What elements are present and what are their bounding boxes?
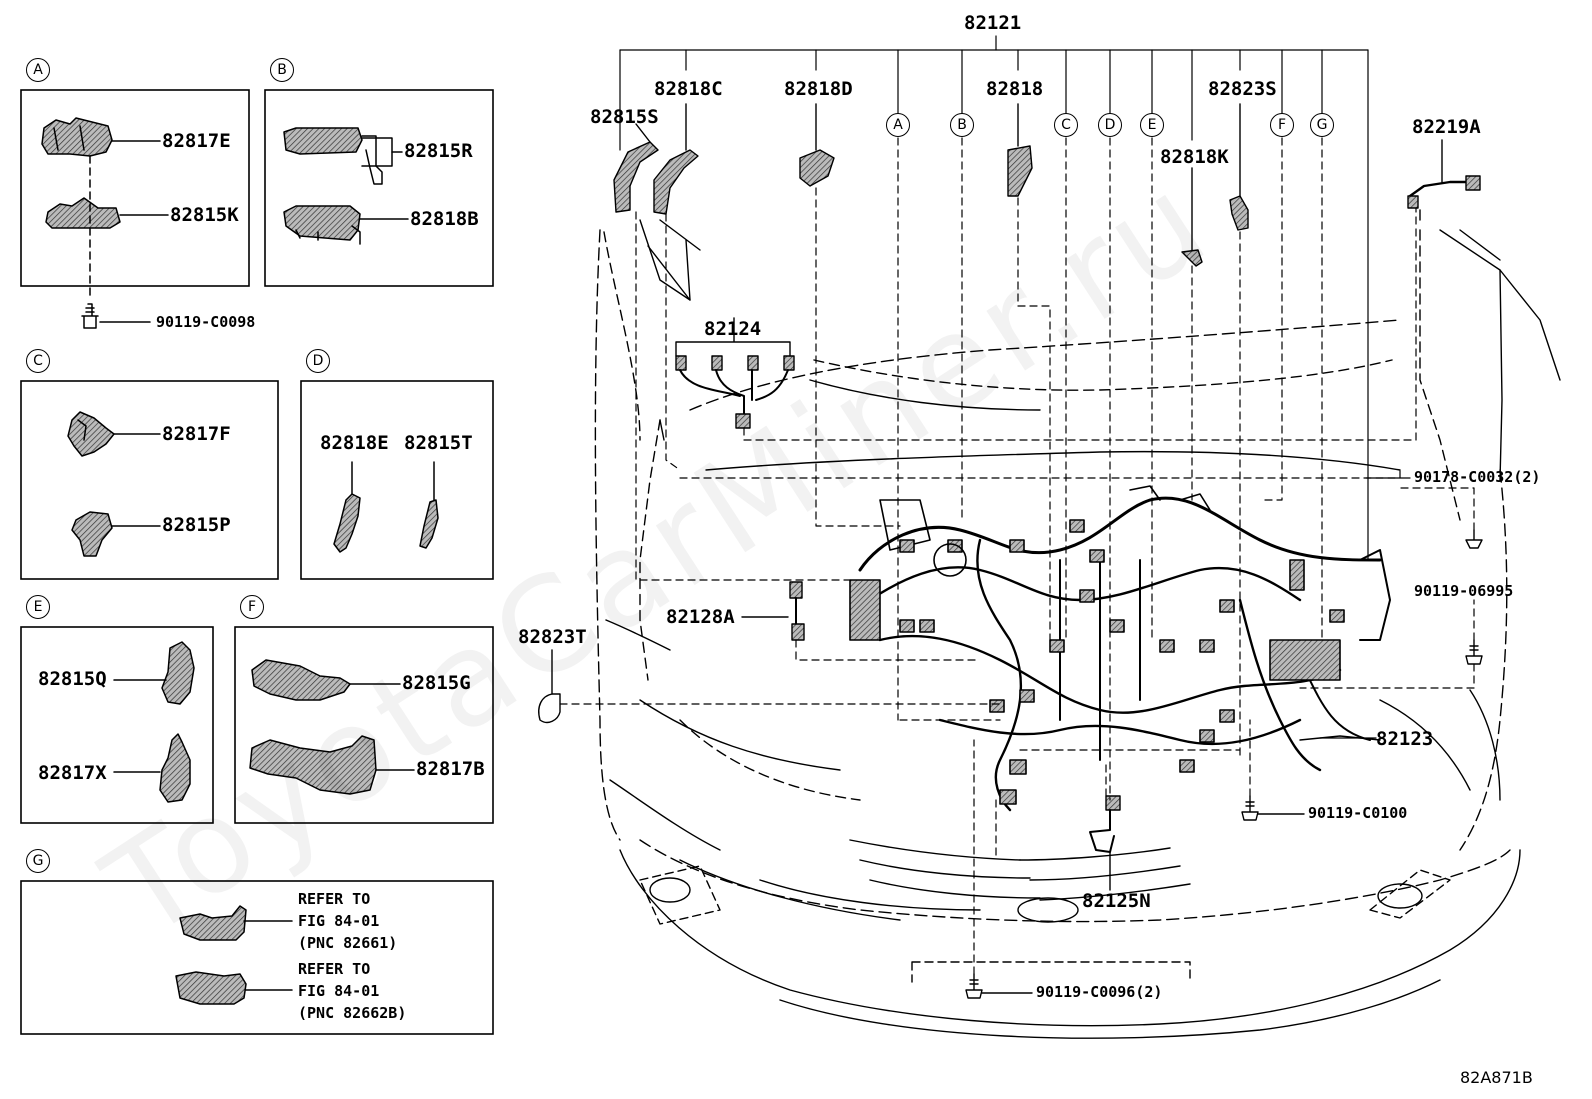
leader-lines [559, 35, 1475, 975]
clamp-82817f-shape [67, 411, 115, 457]
inset-f-drawing [249, 659, 415, 795]
ref-note-1: REFER TO FIG 84-01 (PNC 82661) [298, 888, 397, 954]
label-90119-c0098: 90119-C0098 [156, 313, 256, 331]
ref-note-2-line-2: FIG 84-01 [298, 982, 380, 1000]
bolt-90178-shape [1465, 529, 1483, 549]
label-82818k: 82818K [1160, 146, 1229, 168]
label-82123: 82123 [1376, 728, 1434, 750]
label-82817b: 82817B [416, 758, 485, 780]
clamp-82817e-shape [41, 117, 113, 157]
label-82815t: 82815T [404, 432, 473, 454]
label-82823t: 82823T [518, 626, 587, 648]
label-82815s: 82815S [590, 106, 659, 128]
main-circle-f: F [1270, 113, 1294, 137]
bolt-90119-06995-shape [1465, 639, 1483, 665]
part-82815s-shape [613, 141, 659, 213]
label-82128a: 82128A [666, 606, 735, 628]
part-82823s-shape [1229, 195, 1249, 231]
bracket-1-shape [179, 905, 247, 941]
main-circle-c: C [1054, 113, 1078, 137]
label-90178-c0032: 90178-C0032(2) [1414, 468, 1541, 486]
label-82818c: 82818C [654, 78, 723, 100]
vehicle-body [594, 209, 1561, 1039]
inset-g-circle: G [26, 849, 50, 873]
label-82124: 82124 [704, 318, 762, 340]
inset-c-drawing [67, 411, 161, 557]
part-82818-shape [1007, 145, 1033, 197]
label-82818d: 82818D [784, 78, 853, 100]
inset-a-drawing [41, 117, 169, 329]
label-82815p: 82815P [162, 514, 231, 536]
ref-note-2-line-1: REFER TO [298, 960, 371, 978]
cover-82815p-shape [71, 511, 113, 557]
ref-note-1-line-2: FIG 84-01 [298, 912, 380, 930]
main-circle-b: B [950, 113, 974, 137]
inset-boxes [20, 89, 494, 1035]
label-82818: 82818 [986, 78, 1044, 100]
label-82823s: 82823S [1208, 78, 1277, 100]
inset-e-circle: E [26, 595, 50, 619]
label-82121: 82121 [964, 12, 1022, 34]
part-82123-shape [1299, 735, 1381, 741]
inset-d-circle: D [306, 349, 330, 373]
bolt-shape [81, 303, 99, 329]
inset-b-circle: B [270, 58, 294, 82]
inset-a-circle: A [26, 58, 50, 82]
label-82815q: 82815Q [38, 668, 107, 690]
label-90119-c0096: 90119-C0096(2) [1036, 983, 1163, 1001]
main-circle-a: A [886, 113, 910, 137]
label-82818e: 82818E [320, 432, 389, 454]
main-circle-d: D [1098, 113, 1122, 137]
cover-82815t-shape [419, 499, 439, 549]
main-circle-g: G [1310, 113, 1334, 137]
main-parts [538, 103, 1483, 999]
part-82818c-shape [653, 149, 699, 215]
part-82124-shape [675, 317, 795, 429]
label-82125n: 82125N [1082, 890, 1151, 912]
figure-id: 82A871B [1460, 1068, 1533, 1087]
inset-f-circle: F [240, 595, 264, 619]
cover-82815k-shape [45, 197, 121, 229]
clamp-82815r-shape [283, 127, 363, 155]
cover-82815g-shape [251, 659, 351, 701]
label-82818b: 82818B [410, 208, 479, 230]
label-90119-06995: 90119-06995 [1414, 582, 1514, 600]
label-82219a: 82219A [1412, 116, 1481, 138]
label-82817x: 82817X [38, 762, 107, 784]
part-82219a-shape [1408, 180, 1468, 198]
inset-g-drawing [175, 905, 293, 1005]
label-82817e: 82817E [162, 130, 231, 152]
label-82815r: 82815R [404, 140, 473, 162]
ref-note-2: REFER TO FIG 84-01 (PNC 82662B) [298, 958, 406, 1024]
label-82815g: 82815G [402, 672, 471, 694]
part-82818d-shape [799, 149, 835, 187]
clamp-82817b-shape [249, 735, 377, 795]
connector-82818b-shape [283, 205, 361, 241]
inset-c-circle: C [26, 349, 50, 373]
part-82823t-shape [538, 693, 561, 724]
part-82128a-shape [741, 581, 805, 641]
cover-82815q-shape [161, 641, 195, 705]
clamp-82817x-shape [159, 733, 191, 803]
label-90119-c0100: 90119-C0100 [1308, 804, 1408, 822]
main-circle-e: E [1140, 113, 1164, 137]
label-82817f: 82817F [162, 423, 231, 445]
inset-e-drawing [113, 641, 195, 803]
ref-note-1-line-3: (PNC 82661) [298, 934, 398, 952]
connector-82818e-shape [333, 493, 361, 553]
engine-harness [849, 485, 1391, 812]
ref-note-1-line-1: REFER TO [298, 890, 371, 908]
bolt-90119-c0100-shape [1241, 795, 1259, 821]
part-82818k-shape [1181, 249, 1203, 267]
label-82815k: 82815K [170, 204, 239, 226]
inset-b-drawing [283, 127, 409, 245]
bolt-90119-c0096-shape [965, 973, 983, 999]
inset-d-drawing [333, 461, 439, 553]
ref-note-2-line-3: (PNC 82662B) [298, 1004, 407, 1022]
bracket-2-shape [175, 971, 247, 1005]
